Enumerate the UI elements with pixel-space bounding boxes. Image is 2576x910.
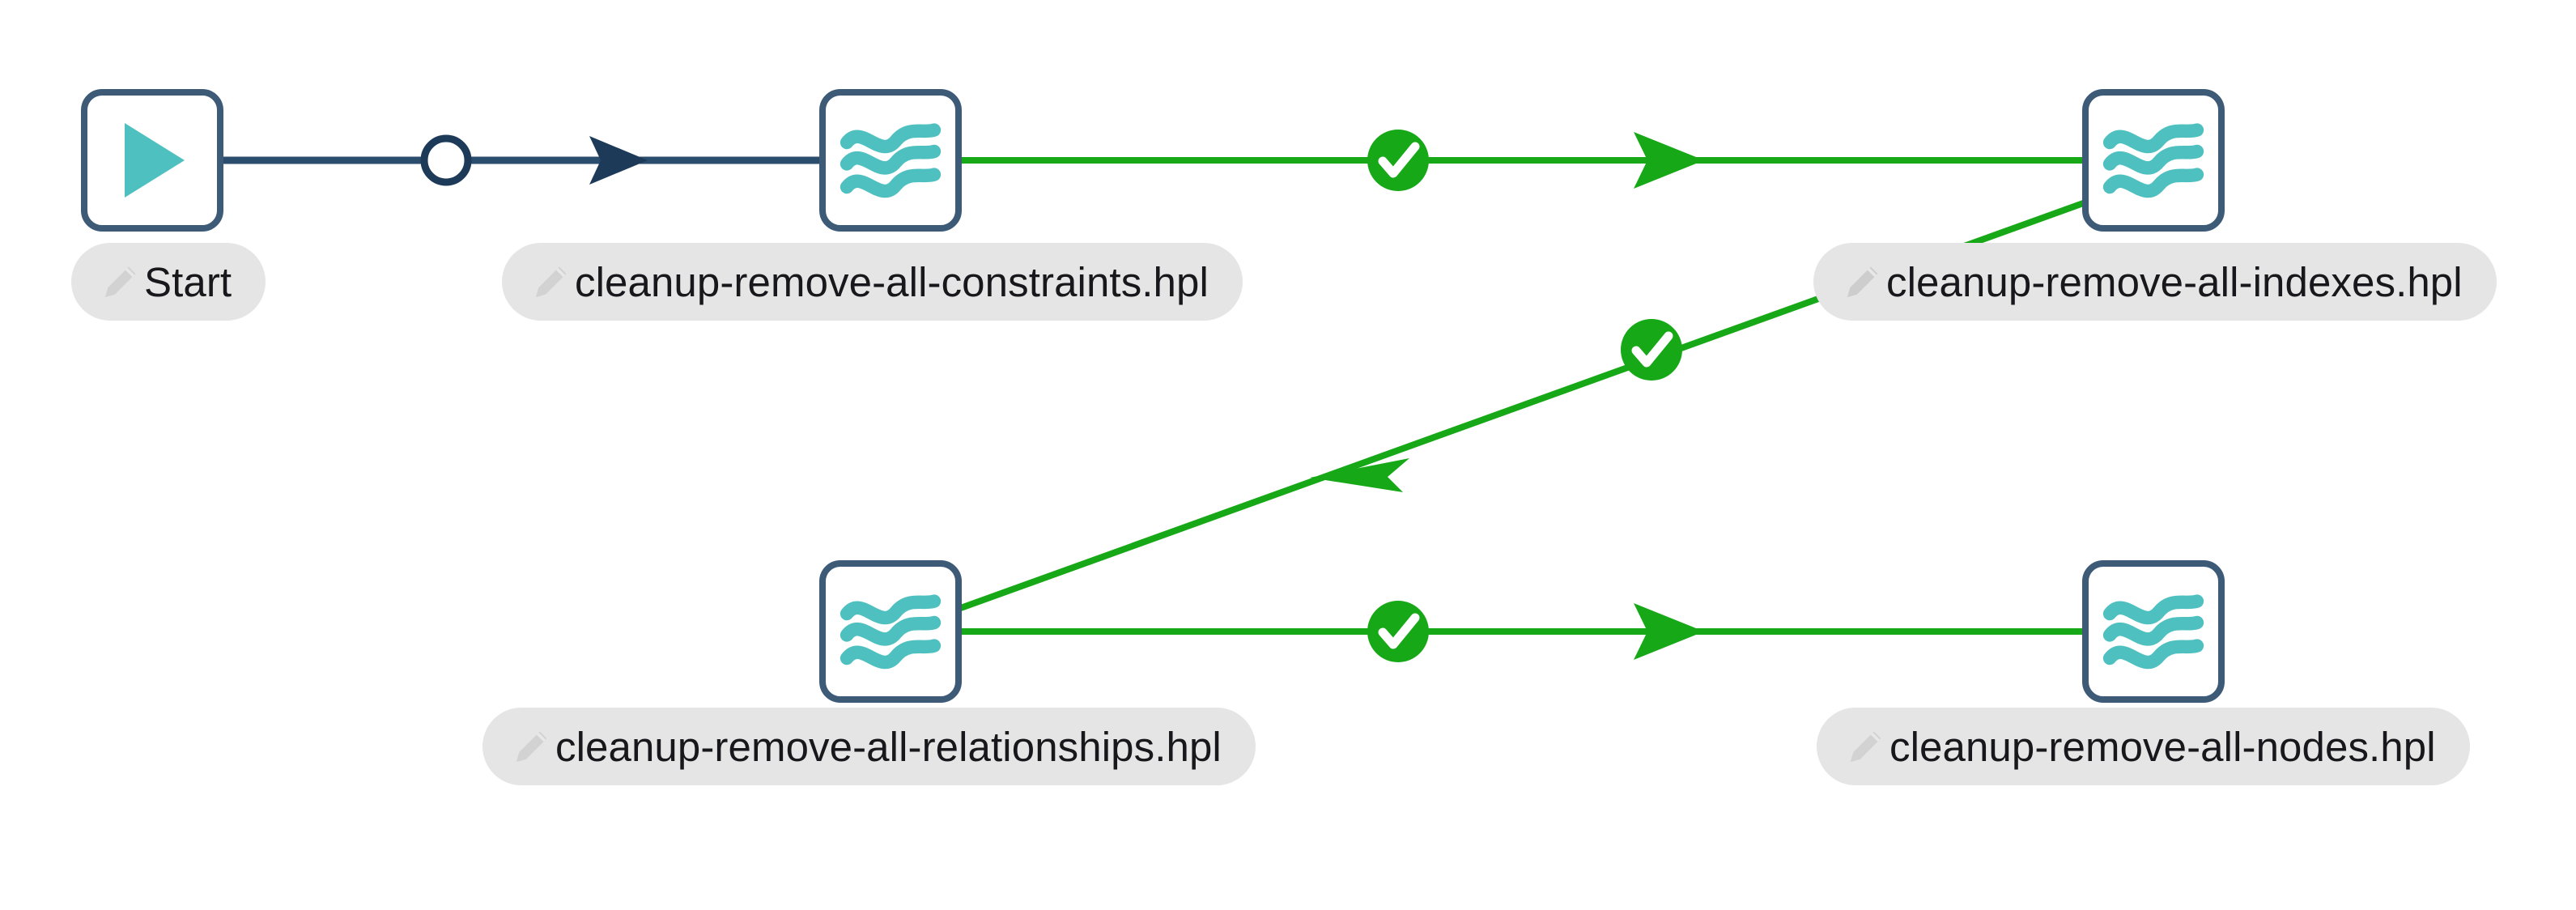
hop-arrowhead-icon	[1634, 132, 1704, 189]
node-label-text: cleanup-remove-all-nodes.hpl	[1889, 723, 2436, 770]
edit-pencil-icon[interactable]	[1841, 260, 1885, 304]
pipeline-waves-icon	[2100, 578, 2207, 685]
node-remove-constraints[interactable]	[819, 89, 962, 232]
play-icon	[104, 112, 201, 209]
hop-start-to-constraints[interactable]	[223, 134, 826, 186]
node-label-remove-nodes[interactable]: cleanup-remove-all-nodes.hpl	[1817, 708, 2470, 785]
pipeline-waves-icon	[2100, 107, 2207, 214]
node-label-start[interactable]: Start	[71, 243, 266, 321]
node-label-remove-indexes[interactable]: cleanup-remove-all-indexes.hpl	[1813, 243, 2497, 321]
node-remove-relationships[interactable]	[819, 560, 962, 703]
hop-relationships-to-nodes[interactable]	[955, 601, 2089, 662]
hop-check-circle-icon[interactable]	[1621, 319, 1682, 381]
hop-arrowhead-icon	[589, 136, 648, 185]
hop-hollow-circle-icon[interactable]	[420, 134, 472, 186]
edit-pencil-icon[interactable]	[99, 260, 142, 304]
hop-constraints-to-indexes[interactable]	[955, 130, 2089, 191]
node-label-text: cleanup-remove-all-relationships.hpl	[555, 723, 1222, 770]
edit-pencil-icon[interactable]	[1844, 725, 1888, 768]
edit-pencil-icon[interactable]	[529, 260, 573, 304]
node-remove-indexes[interactable]	[2082, 89, 2225, 232]
node-remove-nodes[interactable]	[2082, 560, 2225, 703]
hop-arrowhead-icon	[1310, 458, 1409, 492]
pipeline-waves-icon	[837, 578, 944, 685]
node-label-text: cleanup-remove-all-constraints.hpl	[575, 258, 1209, 305]
node-label-text: Start	[144, 258, 232, 305]
node-label-text: cleanup-remove-all-indexes.hpl	[1886, 258, 2463, 305]
node-start[interactable]	[81, 89, 223, 232]
node-label-remove-relationships[interactable]: cleanup-remove-all-relationships.hpl	[482, 708, 1256, 785]
node-label-remove-constraints[interactable]: cleanup-remove-all-constraints.hpl	[502, 243, 1243, 321]
hop-arrowhead-icon	[1634, 603, 1704, 660]
hop-check-circle-icon[interactable]	[1367, 601, 1429, 662]
pipeline-waves-icon	[837, 107, 944, 214]
edit-pencil-icon[interactable]	[510, 725, 554, 768]
hop-check-circle-icon[interactable]	[1367, 130, 1429, 191]
